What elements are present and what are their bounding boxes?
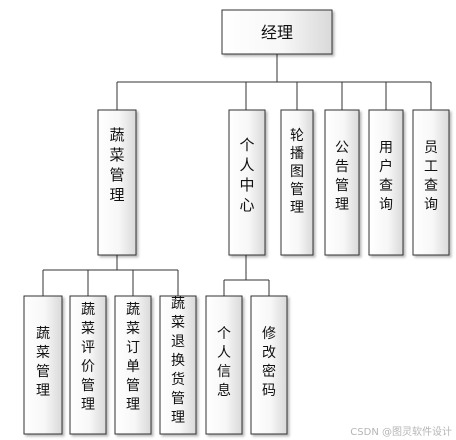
node-staff-query: 员工查询 xyxy=(412,109,450,256)
node-carousel: 轮播图管理 xyxy=(280,109,314,256)
node-veg-review: 蔬菜评价管理 xyxy=(69,295,107,435)
connectors xyxy=(42,54,432,296)
node-change-password: 修改密码 xyxy=(250,295,288,435)
node-veg-review-label: 蔬菜评价管理 xyxy=(81,302,95,413)
node-user-query-label: 用户查询 xyxy=(379,140,393,213)
node-veg-manage-label: 蔬菜管理 xyxy=(36,326,50,399)
node-veg: 蔬菜管理 xyxy=(97,109,137,256)
node-personal-center: 个人中心 xyxy=(228,109,266,256)
node-carousel-label: 轮播图管理 xyxy=(290,128,304,216)
node-manager-label: 经理 xyxy=(261,23,293,42)
node-notice-label: 公告管理 xyxy=(335,140,349,213)
watermark: CSDN @图灵软件设计 xyxy=(350,427,452,438)
node-staff-query-label: 员工查询 xyxy=(424,140,438,213)
node-veg-label: 蔬菜管理 xyxy=(109,126,124,204)
node-veg-return: 蔬菜退换货管理 xyxy=(159,295,197,435)
node-personal-info-label: 个人信息 xyxy=(217,326,231,399)
node-notice: 公告管理 xyxy=(324,109,360,256)
node-personal-center-label: 个人中心 xyxy=(239,136,254,214)
node-veg-order: 蔬菜订单管理 xyxy=(114,295,152,435)
node-veg-manage: 蔬菜管理 xyxy=(23,295,63,435)
node-veg-order-label: 蔬菜订单管理 xyxy=(126,302,140,413)
node-personal-info: 个人信息 xyxy=(205,295,243,435)
node-veg-return-label: 蔬菜退换货管理 xyxy=(171,296,185,426)
node-manager: 经理 xyxy=(221,9,333,55)
node-user-query: 用户查询 xyxy=(368,109,404,256)
node-change-password-label: 修改密码 xyxy=(262,326,276,399)
